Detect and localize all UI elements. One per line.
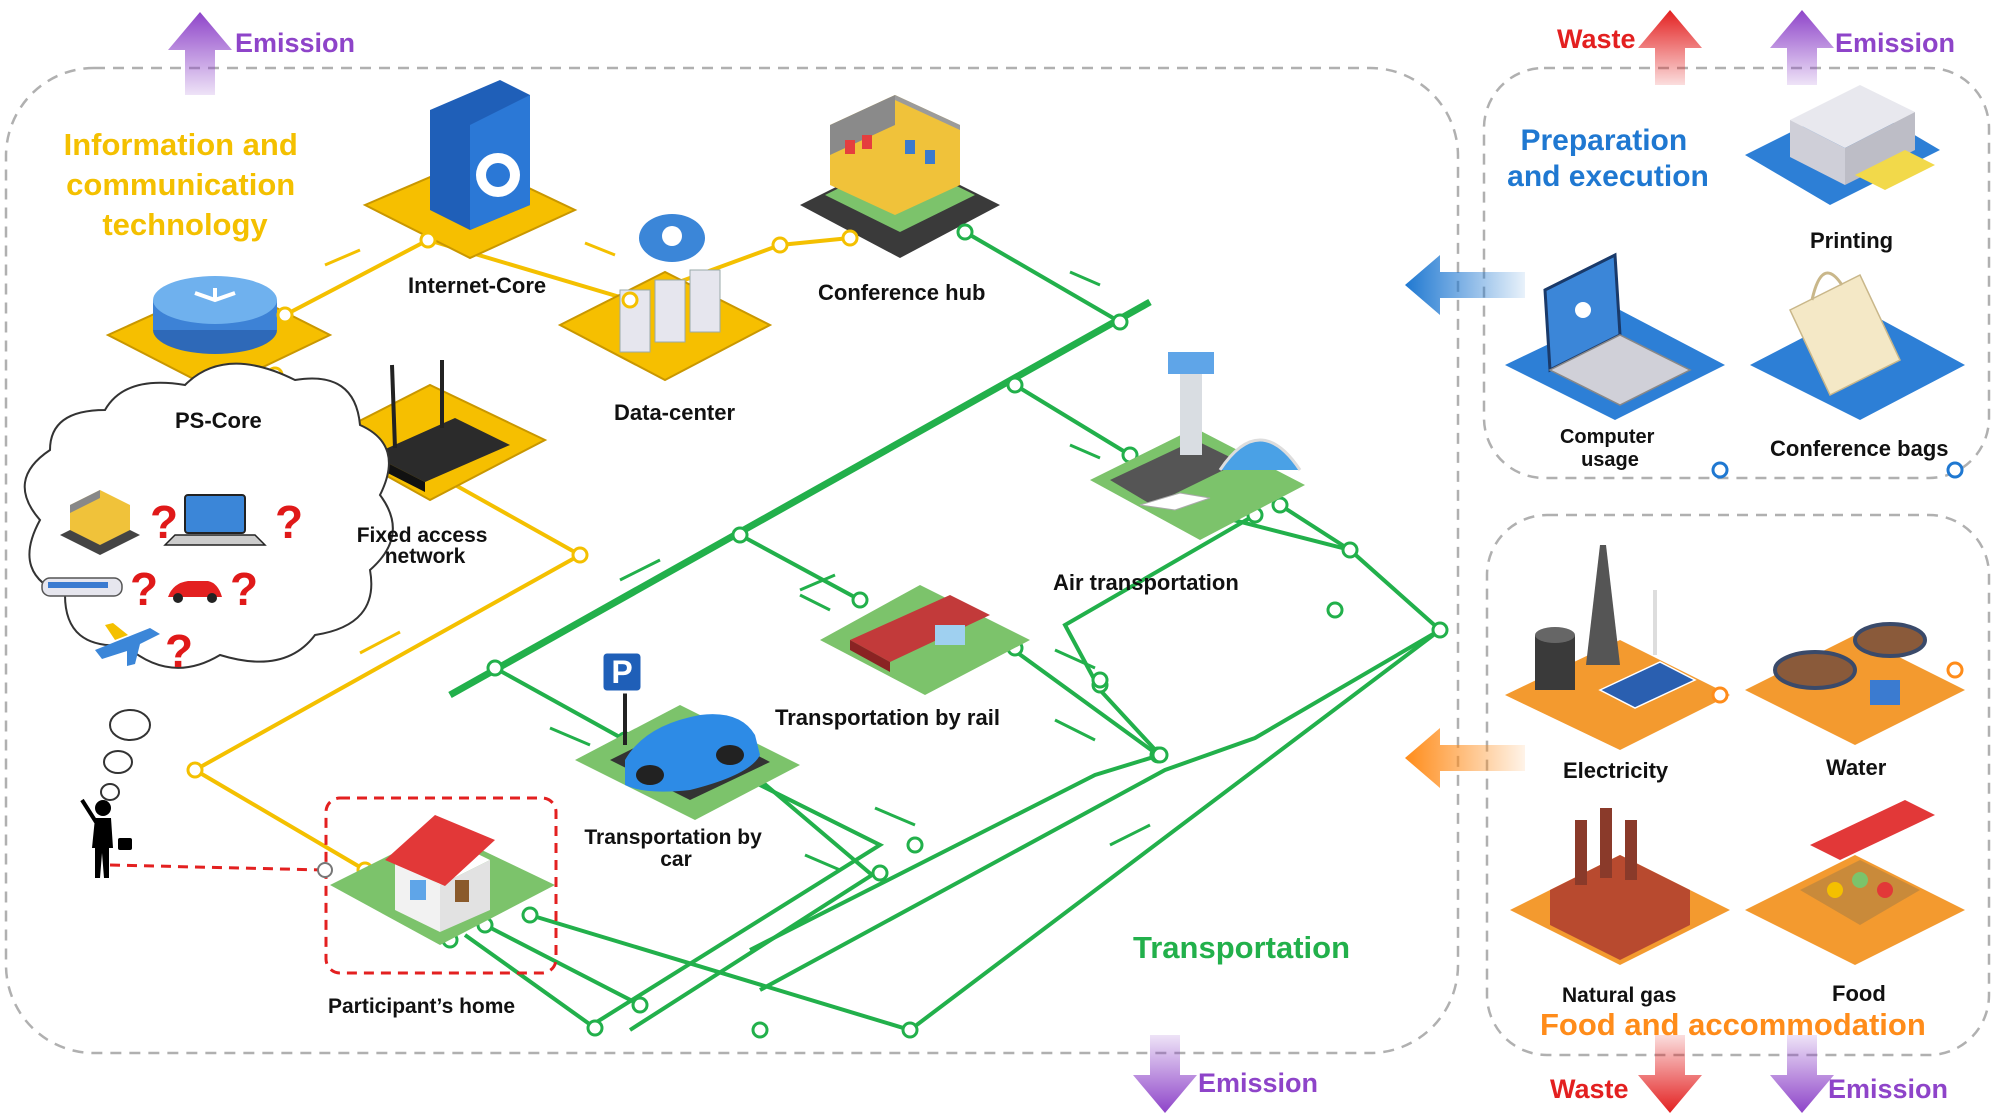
food-section-title: Food and accommodation [1540, 1007, 1926, 1042]
waste-arrow-top [1638, 10, 1702, 85]
resource-links [1718, 470, 1957, 695]
food-label: Food [1832, 981, 1886, 1006]
printing-item [1745, 85, 1940, 205]
question-mark-3: ? [130, 563, 158, 615]
bags-item [1750, 271, 1965, 420]
transport-direction-arrows [549, 270, 1151, 872]
car-transport-label: Transportation by car [584, 826, 767, 871]
plane-icon [95, 623, 160, 666]
computer-label-line-2: usage [1581, 449, 1639, 471]
emission-label-top-right: Emission [1835, 28, 1955, 58]
computer-label-line-1: Computer [1560, 426, 1655, 448]
emission-arrow-bottom-transport [1133, 1035, 1197, 1113]
data-center-node [557, 214, 773, 382]
rail-transport-label: Transportation by rail [775, 705, 1000, 730]
prep-title-line-1: Preparation [1520, 124, 1687, 157]
transportation-section-title: Transportation [1133, 930, 1350, 965]
rail-transport-node [820, 585, 1030, 695]
emission-arrow-top-right [1770, 10, 1834, 85]
car-label-line-2: car [660, 848, 692, 871]
fixed-access-line-2: network [385, 545, 466, 568]
parking-sign-letter: P [611, 654, 632, 690]
ict-section-title: Information and communication technology [64, 127, 307, 242]
ict-transport-panel [4, 66, 1460, 1055]
waste-arrow-bottom [1638, 1035, 1702, 1113]
conference-bags-label: Conference bags [1770, 436, 1949, 461]
thought-icons: ? ? ? ? ? [41, 490, 303, 677]
question-mark-1: ? [150, 496, 178, 548]
printing-label: Printing [1810, 228, 1893, 253]
water-item [1745, 622, 1965, 745]
traveler-figure [80, 798, 132, 878]
emission-arrow-top-left [168, 12, 232, 95]
laptop-icon [163, 494, 267, 546]
emission-arrow-bottom-food [1770, 1035, 1834, 1113]
computer-item [1505, 252, 1725, 420]
traveler-to-home-link [109, 863, 326, 872]
link-node-1 [1711, 461, 1729, 479]
ps-core-label: PS-Core [175, 408, 262, 433]
question-mark-2: ? [275, 496, 303, 548]
computer-usage-label: Computer usage [1560, 426, 1660, 471]
link-node-4 [1946, 661, 1964, 679]
emission-label-top-left: Emission [235, 28, 355, 58]
waste-label-top: Waste [1557, 24, 1636, 54]
home-label: Participant’s home [328, 995, 515, 1018]
water-label: Water [1826, 755, 1887, 780]
ict-title-line-1: Information and [64, 127, 298, 162]
data-center-label: Data-center [614, 400, 735, 425]
internet-core-label: Internet-Core [408, 273, 546, 298]
question-mark-4: ? [230, 563, 258, 615]
train-icon [41, 577, 123, 597]
natural-gas-label: Natural gas [1562, 984, 1676, 1007]
ps-core-node [105, 276, 333, 392]
prep-title-line-2: and execution [1507, 160, 1709, 193]
emission-label-bottom-food: Emission [1828, 1074, 1948, 1104]
electricity-label: Electricity [1563, 758, 1669, 783]
air-transport-label: Air transportation [1053, 570, 1239, 595]
building-icon [60, 490, 140, 555]
home-highlight-box [324, 796, 558, 975]
air-transport-node [1090, 352, 1305, 540]
parking-sign: P [600, 650, 644, 694]
ict-title-line-2: communication [66, 167, 295, 202]
internet-core-node [362, 80, 578, 260]
link-node-3 [1711, 686, 1729, 704]
ict-title-line-3: technology [102, 207, 268, 242]
natural-gas-item [1510, 808, 1730, 965]
emission-label-bottom-transport: Emission [1198, 1068, 1318, 1098]
fixed-access-line-1: Fixed access [357, 524, 488, 547]
fixed-access-label: Fixed access network [357, 524, 494, 568]
preparation-flow-arrow [1405, 255, 1525, 315]
question-mark-5: ? [165, 625, 193, 677]
car-icon [168, 581, 222, 603]
waste-label-bottom: Waste [1550, 1074, 1629, 1104]
car-transport-node [575, 690, 800, 820]
electricity-item [1505, 545, 1730, 750]
home-link-end [317, 862, 333, 878]
food-flow-arrow [1405, 728, 1525, 788]
food-item [1745, 800, 1965, 965]
car-label-line-1: Transportation by [584, 826, 762, 849]
transport-junctions [441, 223, 1449, 1039]
link-node-2 [1946, 461, 1964, 479]
preparation-section-title: Preparation and execution [1507, 124, 1709, 193]
home-node [330, 815, 555, 945]
conference-hub-node [800, 95, 1000, 258]
conference-hub-label: Conference hub [818, 280, 985, 305]
food-panel [1485, 513, 1991, 1057]
